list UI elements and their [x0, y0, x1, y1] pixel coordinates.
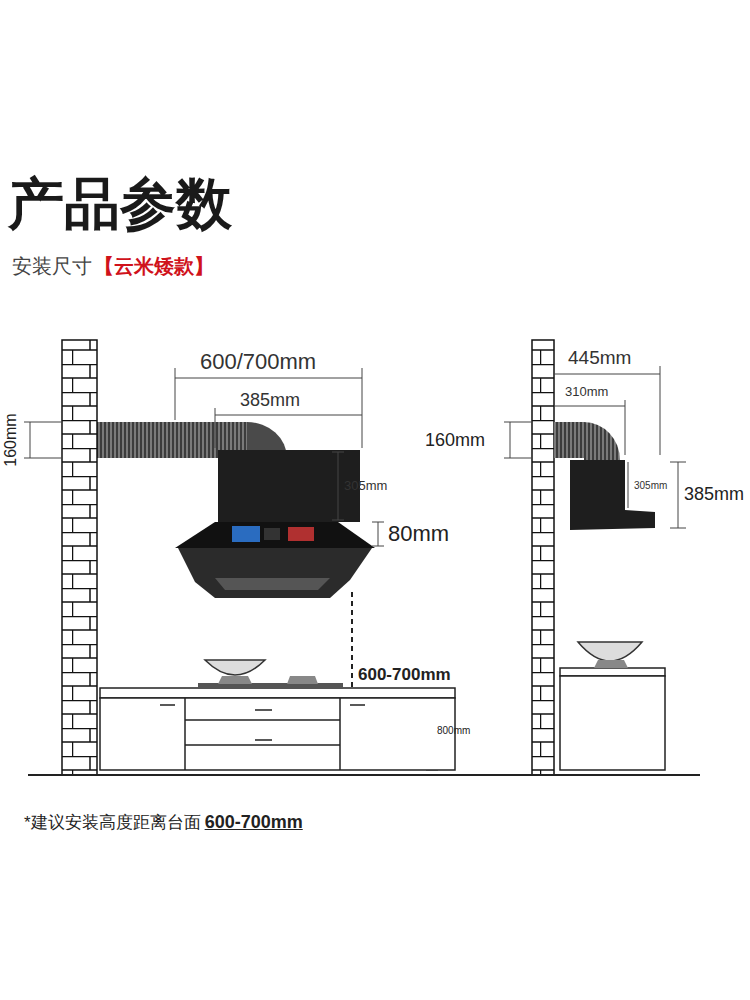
- dimension-lines: [504, 366, 686, 528]
- dimension: 160mm: [425, 431, 485, 449]
- chimney: [218, 450, 360, 522]
- display: [288, 527, 314, 541]
- dimension: 305mm: [634, 481, 667, 491]
- dimension: 385mm: [684, 485, 744, 503]
- countertop: [100, 688, 455, 698]
- page-title: 产品参数: [8, 176, 232, 232]
- subtitle-model: 【云米矮款】: [94, 256, 214, 276]
- cabinet: [560, 676, 665, 770]
- brick-wall: [62, 340, 97, 775]
- dimension: 800mm: [437, 726, 470, 736]
- height-dash: [351, 592, 353, 688]
- glass-panel: [175, 522, 375, 548]
- display: [232, 526, 260, 542]
- floor-line: [28, 774, 700, 776]
- dimension: 445mm: [568, 348, 631, 367]
- duct-elbow: [584, 422, 620, 460]
- cabinet-doors: [160, 698, 365, 770]
- wok: [205, 660, 265, 675]
- dimension: 305mm: [344, 479, 387, 492]
- filter: [215, 578, 330, 590]
- burner: [218, 676, 252, 684]
- brick-wall: [532, 340, 554, 775]
- display: [264, 528, 280, 540]
- dimension: 600/700mm: [200, 351, 316, 373]
- subtitle: 安装尺寸: [12, 256, 92, 276]
- countertop: [560, 668, 665, 676]
- dimension: 385mm: [240, 391, 300, 409]
- burner: [594, 660, 628, 668]
- wok: [578, 642, 642, 661]
- note: *建议安装高度距离台面: [24, 814, 201, 831]
- cabinet: [100, 698, 455, 770]
- dimension: 160mm: [3, 413, 19, 466]
- burner: [287, 676, 318, 684]
- dimension: 80mm: [388, 523, 449, 545]
- duct: [554, 422, 584, 458]
- hood-body: [178, 548, 372, 598]
- hood-side: [570, 460, 655, 530]
- note-value: 600-700mm: [205, 813, 303, 831]
- dimension: 310mm: [565, 385, 608, 398]
- dimension: 600-700mm: [358, 666, 451, 683]
